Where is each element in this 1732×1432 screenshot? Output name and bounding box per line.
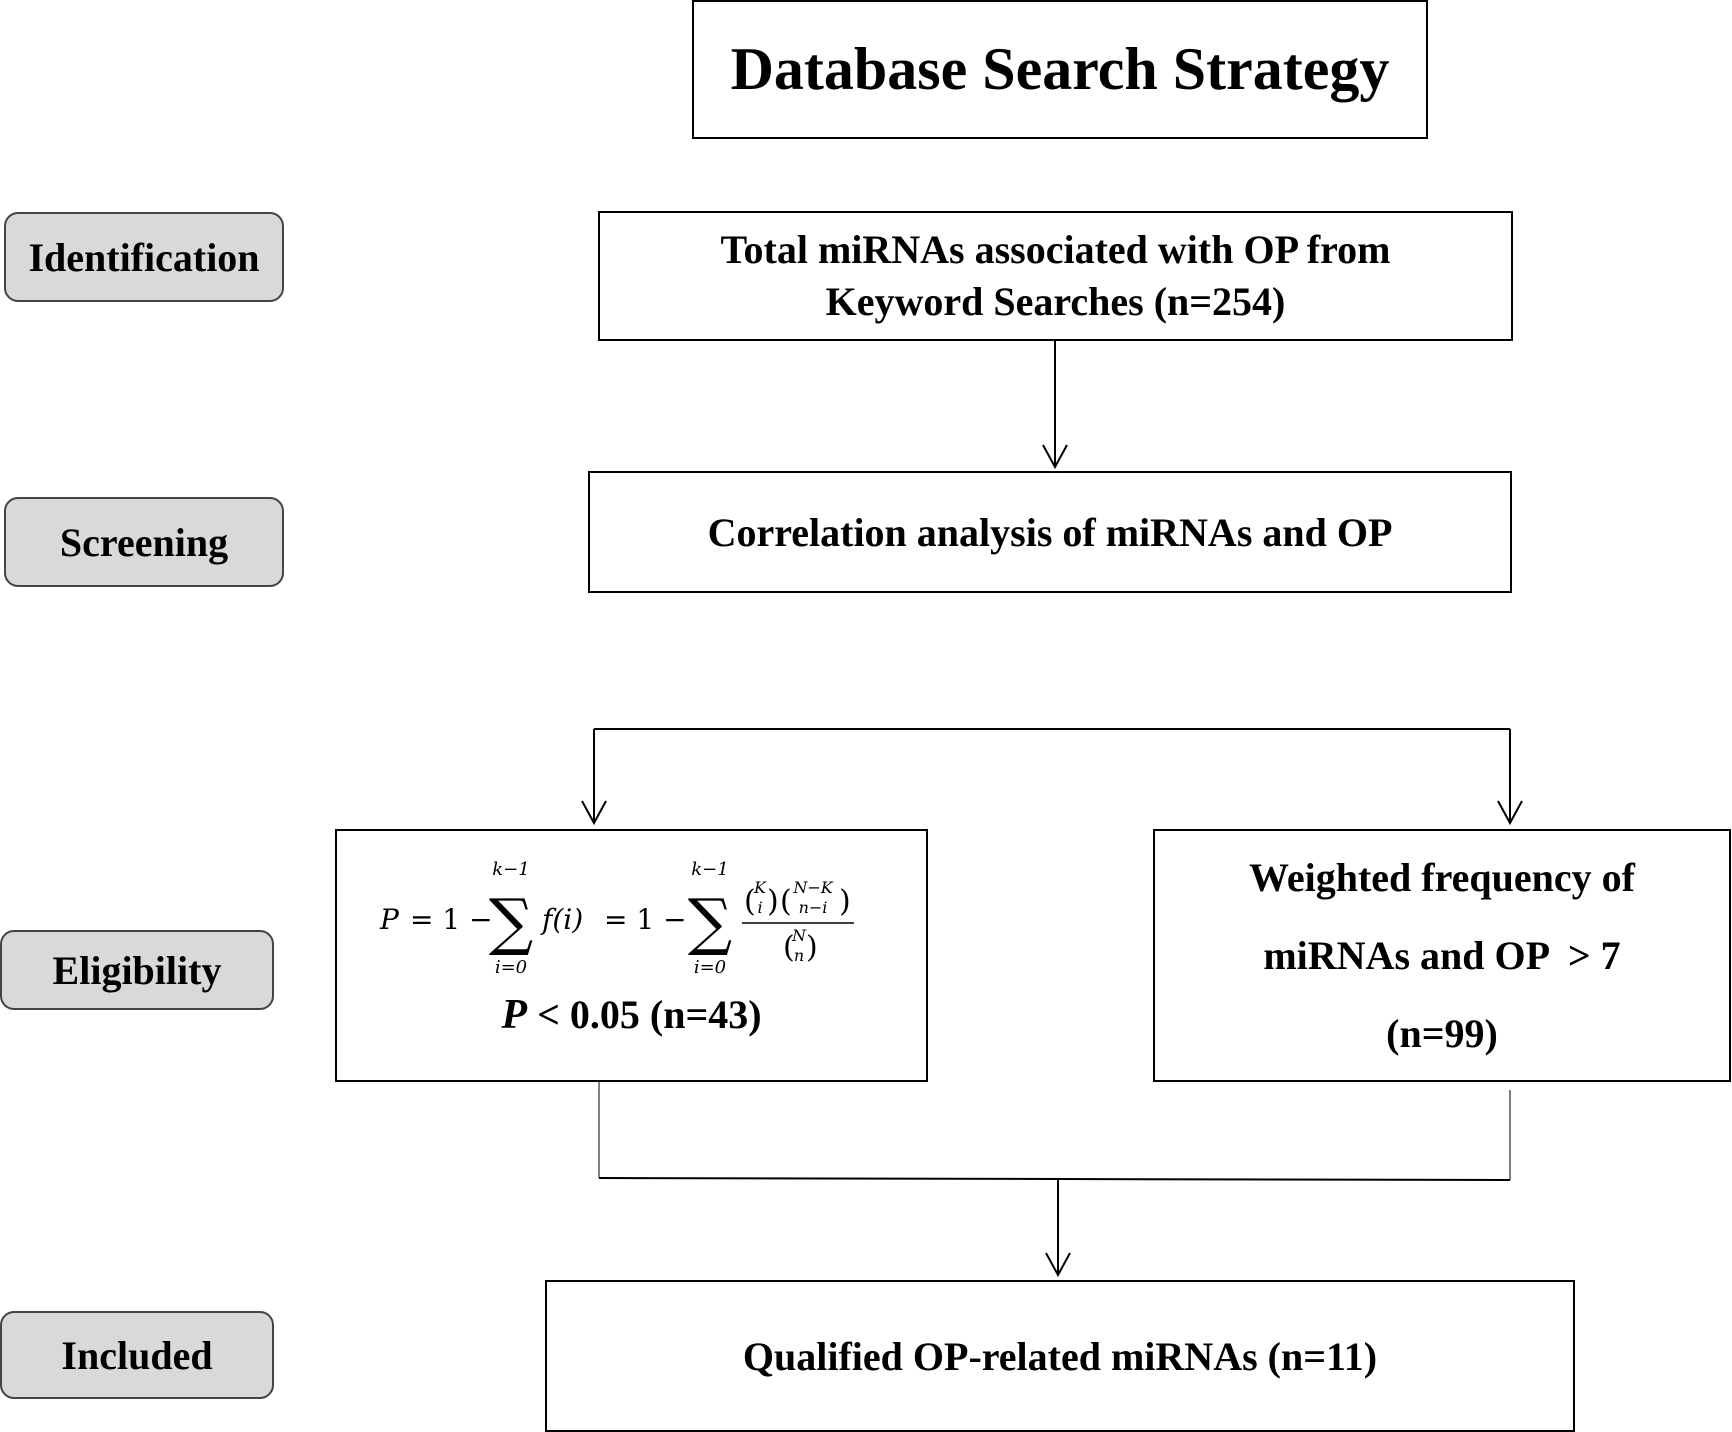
formula-eq2: = 1 −	[604, 903, 687, 936]
stage-identification: Identification	[4, 212, 284, 302]
sum2-sigma: ∑	[687, 885, 731, 958]
binom-ni: n−i	[798, 898, 827, 917]
sum1-lower: i=0	[494, 957, 526, 978]
sum1-sigma: ∑	[488, 885, 532, 958]
correlation-text: Correlation analysis of miRNAs and OP	[707, 509, 1393, 555]
sum1-upper: k−1	[492, 859, 529, 880]
sum2-lower: i=0	[693, 957, 725, 978]
hypergeometric-formula: P = 1 − k−1 ∑ i=0 f(i) = 1 − k−1 ∑ i=0 (…	[379, 859, 854, 978]
final-text: Qualified OP-related miRNAs (n=11)	[742, 1333, 1378, 1379]
arrowhead-final	[1045, 1252, 1071, 1278]
box-qualified-mirnas: Qualified OP-related miRNAs (n=11)	[545, 1280, 1575, 1432]
binom-paren-open-3: (	[783, 930, 795, 965]
pvalue-threshold-var: P	[501, 992, 528, 1038]
binom-paren-close-3: )	[806, 930, 818, 965]
formula-fi: f(i)	[540, 903, 583, 936]
merge-bar	[598, 1177, 1511, 1181]
sum2-upper: k−1	[691, 859, 728, 880]
stage-identification-label: Identification	[28, 234, 260, 280]
stage-included: Included	[0, 1311, 274, 1399]
title-box: Database Search Strategy	[692, 0, 1428, 139]
formula-P: P	[379, 903, 400, 936]
stage-eligibility-label: Eligibility	[52, 947, 222, 993]
box-pvalue-criterion: P = 1 − k−1 ∑ i=0 f(i) = 1 − k−1 ∑ i=0 (…	[335, 829, 928, 1082]
binom-NK: N−K	[792, 878, 833, 897]
total-line-2: Keyword Searches (n=254)	[825, 279, 1286, 324]
arrowhead-pvalue	[581, 800, 607, 826]
weighted-line-2: miRNAs and OP > 7	[1263, 932, 1621, 978]
binom-i: i	[757, 898, 762, 917]
stage-screening: Screening	[4, 497, 284, 587]
stage-included-label: Included	[61, 1332, 213, 1378]
weighted-line-1: Weighted frequency of	[1249, 854, 1635, 900]
formula-eq1: = 1 −	[410, 903, 493, 936]
total-line-1: Total miRNAs associated with OP from	[720, 227, 1391, 272]
box-weighted-frequency: Weighted frequency of miRNAs and OP > 7 …	[1153, 829, 1731, 1082]
binom-N: N	[791, 926, 807, 945]
box-total-mirnas: Total miRNAs associated with OP from Key…	[598, 211, 1513, 341]
binom-paren-open-1: (	[744, 884, 756, 919]
pvalue-threshold: P < 0.05 (n=43)	[501, 991, 761, 1039]
weighted-line-3: (n=99)	[1386, 1010, 1498, 1056]
arrowhead-weighted	[1497, 800, 1523, 826]
binom-paren-close-1: )	[767, 884, 779, 919]
stage-screening-label: Screening	[59, 519, 229, 565]
binom-paren-open-2: (	[780, 884, 792, 919]
pvalue-threshold-text: < 0.05 (n=43)	[527, 992, 762, 1037]
diagram-title: Database Search Strategy	[730, 36, 1390, 102]
binom-n: n	[793, 946, 803, 965]
binom-K: K	[753, 878, 767, 897]
binom-paren-close-2: )	[839, 884, 851, 919]
stage-eligibility: Eligibility	[0, 930, 274, 1010]
box-correlation-analysis: Correlation analysis of miRNAs and OP	[588, 471, 1512, 593]
arrowhead-correlation	[1042, 444, 1068, 470]
